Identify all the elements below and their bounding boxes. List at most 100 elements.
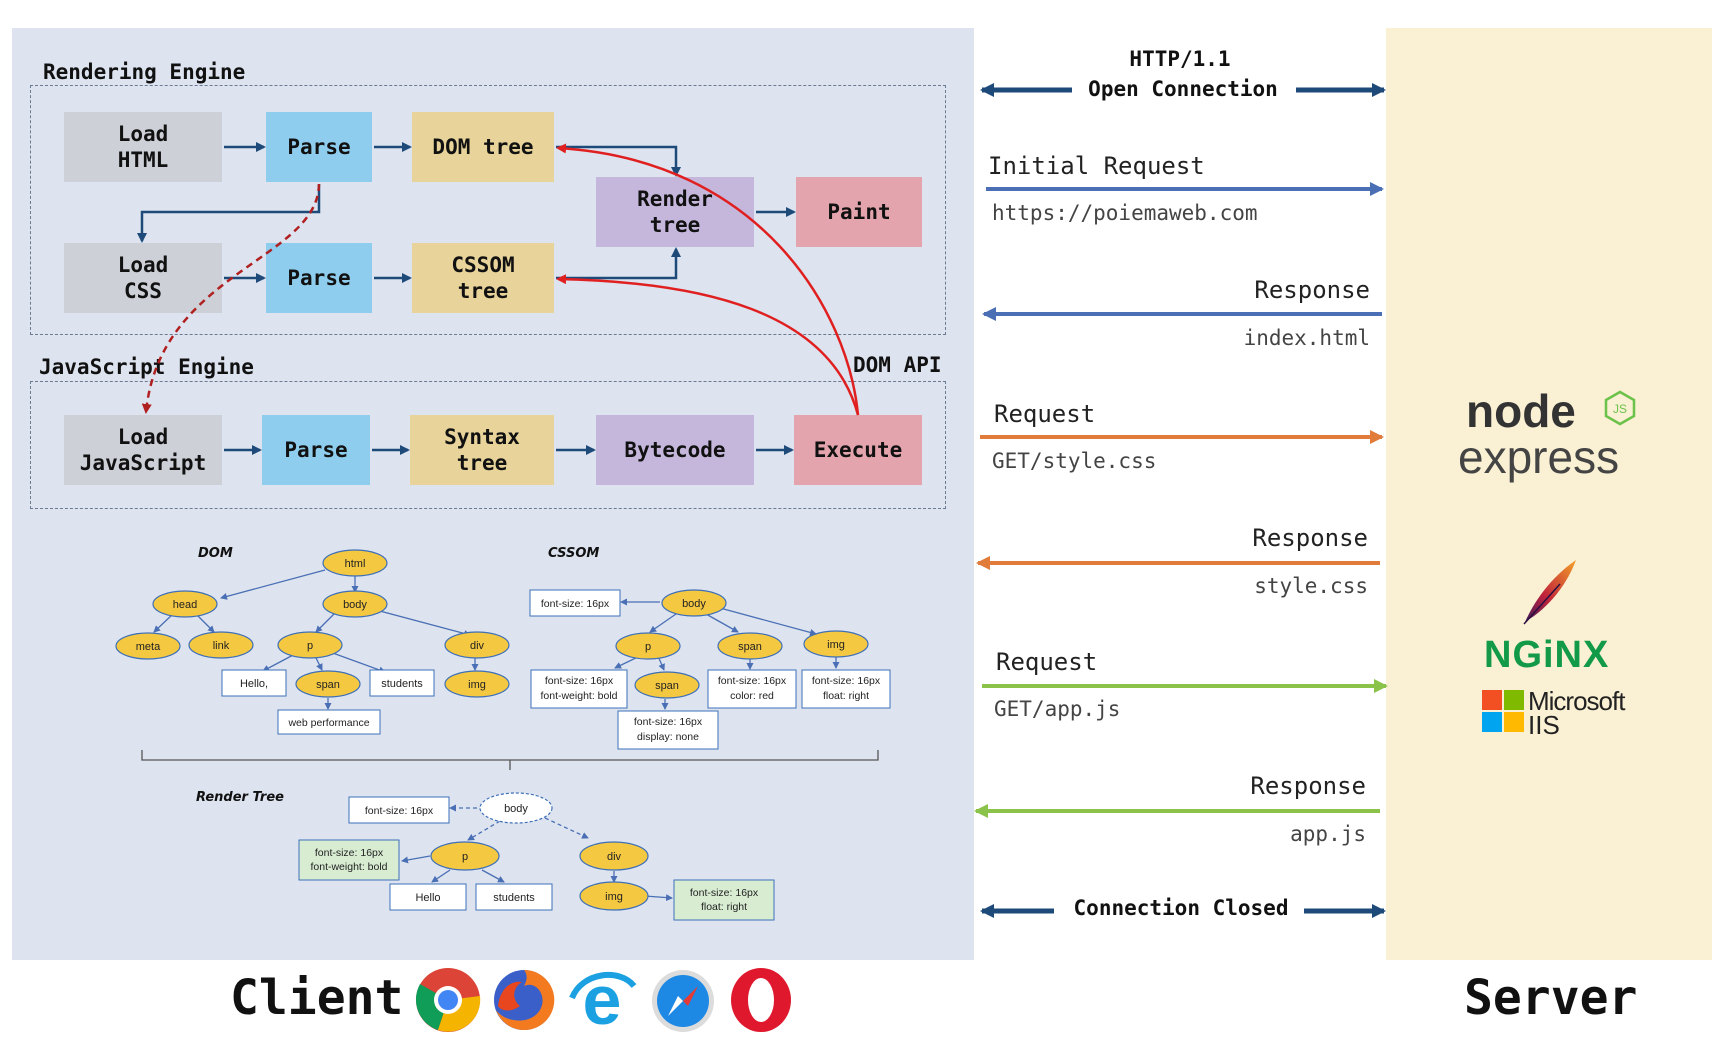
svg-text:Hello,: Hello, [240, 678, 268, 690]
svg-text:font-size: 16px: font-size: 16px [541, 598, 610, 610]
response-app-label: Response [1250, 772, 1366, 800]
dom-tree-title: DOM [198, 546, 233, 561]
request-style-label: Request [994, 400, 1096, 428]
svg-text:span: span [316, 679, 340, 691]
iis-label: IIS [1528, 710, 1560, 740]
svg-text:font-size: 16px: font-size: 16px [718, 675, 787, 687]
svg-text:div: div [607, 851, 622, 863]
dom-tree-box: DOM tree [412, 112, 554, 182]
javascript-engine-frame [30, 381, 946, 509]
http-version-label: HTTP/1.1 [1129, 47, 1231, 71]
initial-request-label: Initial Request [988, 152, 1205, 180]
svg-text:link: link [213, 640, 230, 652]
express-logo: express [1458, 431, 1620, 483]
svg-text:font-size: 16px: font-size: 16px [690, 887, 759, 899]
parse-css-box: Parse [266, 243, 372, 313]
chrome-icon [414, 966, 482, 1038]
svg-text:div: div [470, 640, 485, 652]
svg-text:display: none: display: none [637, 731, 699, 743]
response-app-file: app.js [1290, 822, 1366, 846]
execute-box: Execute [794, 415, 922, 485]
request-app-path: GET/app.js [994, 697, 1121, 721]
response-style-file: style.css [1254, 574, 1368, 598]
svg-text:meta: meta [136, 641, 161, 653]
svg-text:font-size: 16px: font-size: 16px [812, 675, 881, 687]
svg-text:students: students [493, 892, 535, 904]
apache-feather-icon [1520, 556, 1580, 630]
svg-text:span: span [738, 641, 762, 653]
edge-icon: e [568, 961, 638, 1040]
svg-text:span: span [655, 680, 679, 692]
svg-text:p: p [645, 641, 651, 653]
microsoft-iis-logo [1482, 690, 1526, 738]
svg-text:font-weight: bold: font-weight: bold [540, 690, 617, 702]
parse-html-box: Parse [266, 112, 372, 182]
svg-text:img: img [605, 891, 623, 903]
arrow-parse-loadjs [141, 183, 321, 414]
svg-text:font-size: 16px: font-size: 16px [545, 675, 614, 687]
load-javascript-box: Load JavaScript [64, 415, 222, 485]
syntax-tree-box: Syntax tree [410, 415, 554, 485]
response-index-file: index.html [1243, 326, 1370, 350]
cssom-tree-title: CSSOM [548, 546, 600, 561]
svg-text:img: img [468, 679, 486, 691]
node-logo-text: node [1466, 385, 1576, 437]
bytecode-box: Bytecode [596, 415, 754, 485]
opera-icon [728, 966, 794, 1038]
server-footer-title: Server [1464, 970, 1638, 1026]
render-tree-title: Render Tree [196, 790, 284, 805]
svg-text:html: html [345, 558, 366, 570]
render-tree-box: Render tree [596, 177, 754, 247]
dom-api-label: DOM API [853, 353, 942, 377]
rendering-engine-title: Rendering Engine [43, 60, 246, 84]
initial-request-url: https://poiemaweb.com [992, 201, 1258, 225]
svg-text:color: red: color: red [730, 690, 774, 702]
svg-text:students: students [381, 678, 423, 690]
arrow-dom-render [556, 145, 681, 177]
svg-text:web performance: web performance [287, 717, 369, 729]
svg-text:p: p [307, 640, 313, 652]
nginx-logo: NGiNX [1484, 634, 1610, 676]
open-connection-label: Open Connection [1088, 77, 1278, 101]
svg-text:body: body [682, 598, 706, 610]
paint-box: Paint [796, 177, 922, 247]
rendering-engine-frame [30, 85, 946, 335]
response-style-label: Response [1252, 524, 1368, 552]
javascript-engine-title: JavaScript Engine [39, 355, 254, 379]
svg-text:img: img [827, 639, 845, 651]
svg-text:head: head [173, 599, 197, 611]
server-panel [1386, 28, 1712, 960]
svg-text:font-weight: bold: font-weight: bold [310, 861, 387, 873]
load-html-box: Load HTML [64, 112, 222, 182]
svg-text:Hello: Hello [415, 892, 440, 904]
microsoft-label: Microsoft [1528, 686, 1625, 716]
svg-text:p: p [462, 851, 468, 863]
connection-closed-label: Connection Closed [1073, 896, 1289, 920]
safari-icon [650, 968, 716, 1038]
load-css-box: Load CSS [64, 243, 222, 313]
svg-text:float: right: float: right [701, 901, 747, 913]
parse-javascript-box: Parse [262, 415, 370, 485]
node-logo: node JS [1466, 382, 1646, 442]
request-style-path: GET/style.css [992, 449, 1157, 473]
svg-text:font-size: 16px: font-size: 16px [634, 716, 703, 728]
svg-text:font-size: 16px: font-size: 16px [315, 847, 384, 859]
cssom-tree-box: CSSOM tree [412, 243, 554, 313]
svg-text:body: body [504, 803, 528, 815]
svg-text:font-size: 16px: font-size: 16px [365, 805, 434, 817]
client-footer-title: Client [230, 970, 404, 1026]
firefox-icon [490, 966, 558, 1038]
node-js-badge: JS [1613, 402, 1627, 416]
arrow-cssom-render [556, 247, 681, 280]
svg-text:body: body [343, 599, 367, 611]
arrow-parse-loadcss [137, 184, 321, 243]
svg-text:float: right: float: right [823, 690, 869, 702]
arrow-execute-cssom [556, 274, 860, 416]
response-index-label: Response [1254, 276, 1370, 304]
arrow-execute-dom [556, 143, 860, 416]
request-app-label: Request [996, 648, 1098, 676]
windows-icon [1482, 690, 1524, 732]
